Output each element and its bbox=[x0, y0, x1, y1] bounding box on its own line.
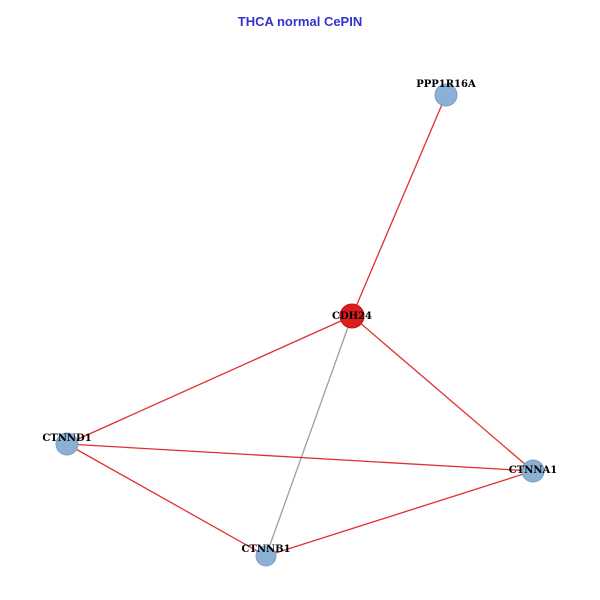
node-CTNND1: CTNND1 bbox=[42, 432, 92, 456]
node-circle-CDH24 bbox=[339, 303, 365, 329]
node-circle-CTNNB1 bbox=[255, 545, 277, 567]
edge-CDH24-CTNND1 bbox=[66, 315, 353, 445]
edge-CDH24-CTNNA1 bbox=[351, 315, 534, 472]
edge-CTNNB1-CTNNA1 bbox=[265, 470, 534, 557]
node-CTNNA1: CTNNA1 bbox=[509, 459, 557, 483]
node-label-CTNND1: CTNND1 bbox=[42, 433, 91, 444]
node-label-CTNNB1: CTNNB1 bbox=[241, 544, 290, 555]
node-label-CDH24: CDH24 bbox=[332, 311, 372, 322]
edge-CTNND1-CTNNA1 bbox=[66, 443, 534, 472]
edge-CDH24-PPP1R16A bbox=[351, 94, 447, 317]
node-circle-PPP1R16A bbox=[434, 83, 458, 107]
node-circle-CTNND1 bbox=[55, 432, 79, 456]
node-CTNNB1: CTNNB1 bbox=[241, 544, 291, 567]
chart-title: THCA normal CePIN bbox=[237, 14, 363, 29]
node-label-CTNNA1: CTNNA1 bbox=[509, 465, 557, 476]
node-PPP1R16A: PPP1R16A bbox=[416, 79, 476, 107]
node-CDH24: CDH24 bbox=[332, 303, 372, 329]
node-circle-CTNNA1 bbox=[521, 459, 545, 483]
node-label-PPP1R16A: PPP1R16A bbox=[416, 79, 476, 90]
edge-CTNND1-CTNNB1 bbox=[66, 443, 267, 557]
edge-CDH24-CTNNB1 bbox=[265, 315, 353, 557]
